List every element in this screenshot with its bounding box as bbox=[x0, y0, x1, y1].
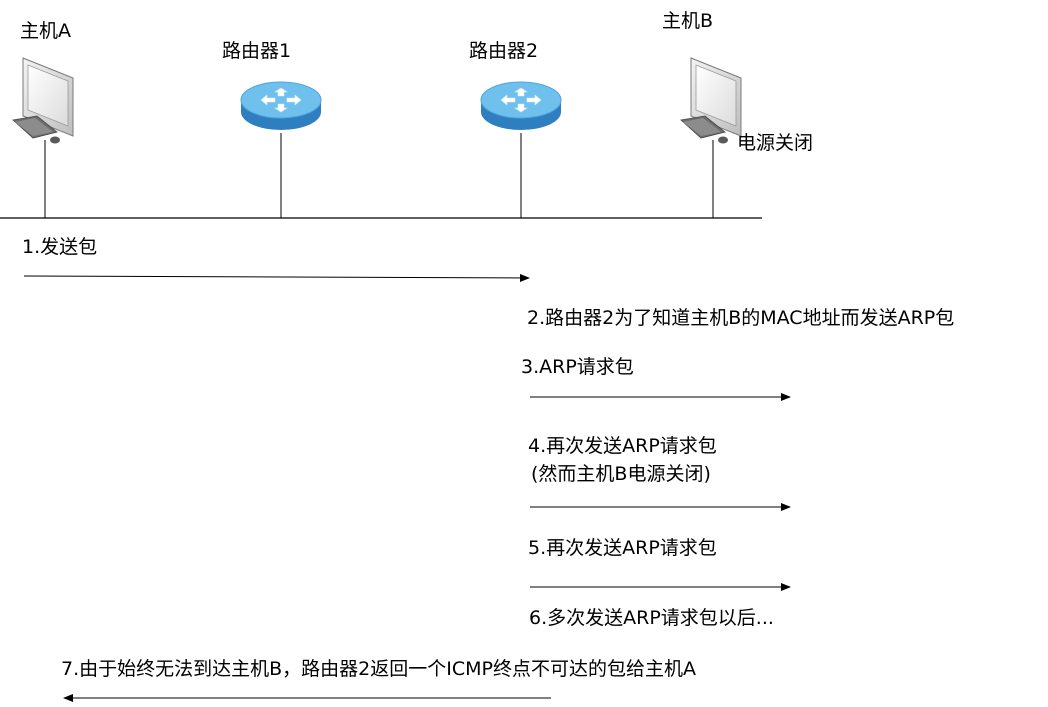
host-a-label: 主机A bbox=[20, 20, 71, 42]
router1-icon bbox=[240, 81, 322, 130]
router1-label: 路由器1 bbox=[222, 40, 292, 62]
router2-icon bbox=[480, 81, 562, 130]
host-b-label: 主机B bbox=[662, 10, 714, 32]
step4-label: 4.再次发送ARP请求包 bbox=[528, 435, 717, 457]
step1-label: 1.发送包 bbox=[22, 236, 98, 258]
host-b-computer-icon bbox=[680, 57, 742, 144]
step1-arrow bbox=[23, 273, 530, 282]
host-b-power-off-label: 电源关闭 bbox=[737, 132, 814, 154]
step4-note: (然而主机B电源关闭) bbox=[531, 463, 711, 485]
step6-label: 6.多次发送ARP请求包以后... bbox=[529, 607, 774, 629]
host-a-computer-icon bbox=[12, 57, 74, 144]
step7-label: 7.由于始终无法到达主机B，路由器2返回一个ICMP终点不可达的包给主机A bbox=[61, 658, 696, 680]
step2-label: 2.路由器2为了知道主机B的MAC地址而发送ARP包 bbox=[527, 307, 955, 329]
router2-label: 路由器2 bbox=[469, 40, 539, 62]
step3-label: 3.ARP请求包 bbox=[521, 356, 634, 378]
step5-label: 5.再次发送ARP请求包 bbox=[528, 537, 717, 559]
